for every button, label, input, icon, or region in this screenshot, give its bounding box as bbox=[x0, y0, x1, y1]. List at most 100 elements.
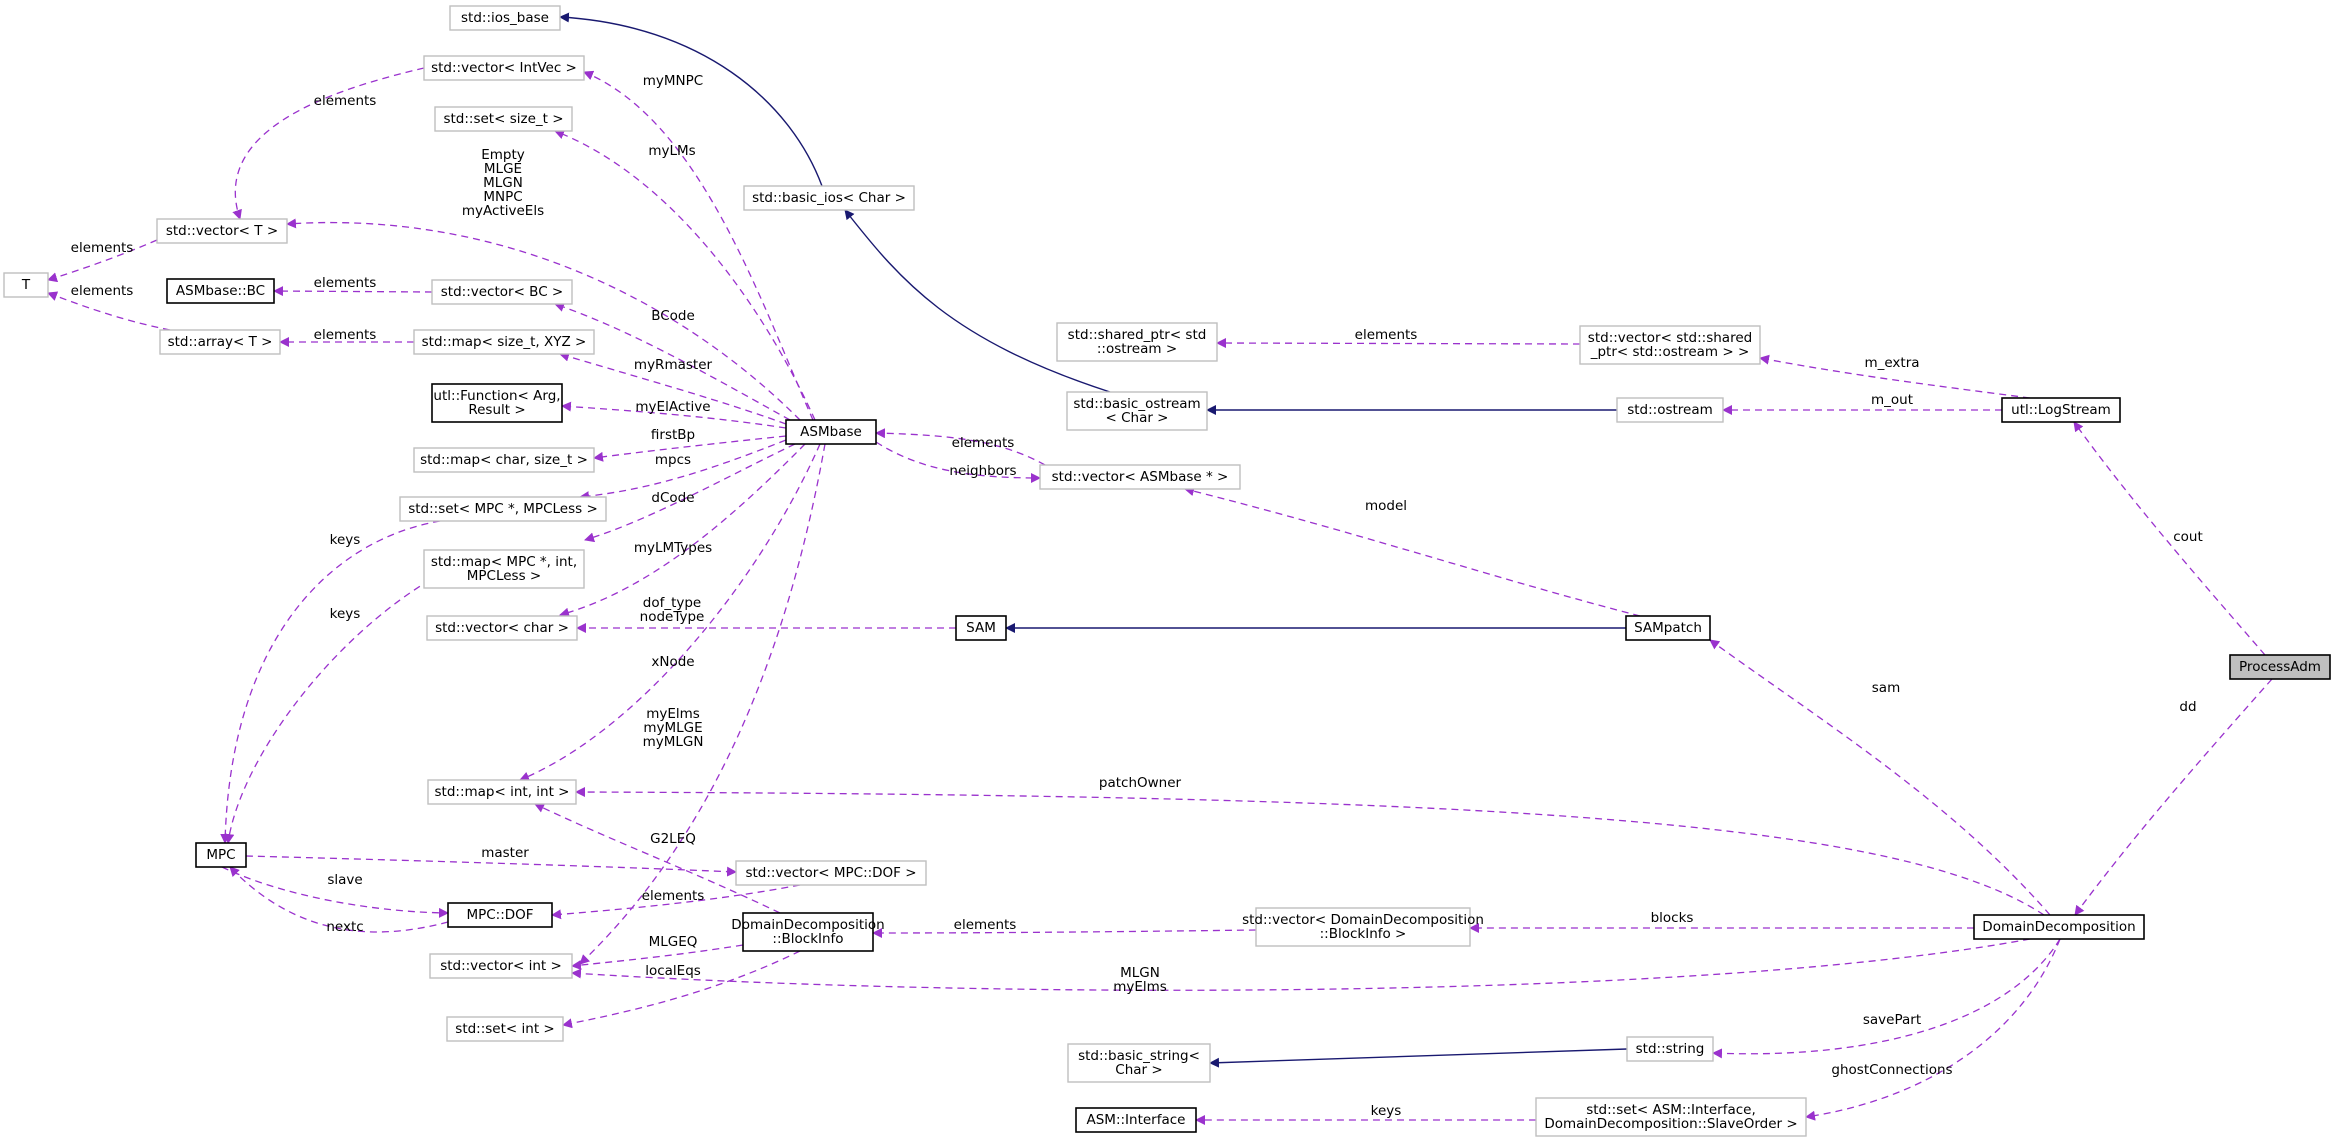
usage-edge-e-string-savePart bbox=[1712, 938, 2061, 1059]
edge-label-e-vecasm-model-0: model bbox=[1365, 498, 1407, 514]
class-node-sam[interactable]: SAM bbox=[955, 615, 1007, 641]
usage-edge-e-mapcs-firstBp bbox=[593, 435, 787, 462]
node-box bbox=[449, 5, 561, 31]
usage-edge-e-T-arr bbox=[47, 291, 171, 331]
class-node-basic-string: std::basic_string<Char > bbox=[1067, 1043, 1211, 1083]
edge-label-e-vecmpcdof-master-0: master bbox=[481, 845, 529, 861]
edge-label-e-vecchar-myLMTypes-0: myLMTypes bbox=[634, 540, 712, 556]
node-box bbox=[447, 902, 553, 928]
edge-label-e-func-myElActive-0: myElActive bbox=[635, 399, 710, 415]
class-node-mpc[interactable]: MPC bbox=[195, 842, 247, 868]
class-node-vector-intvec: std::vector< IntVec > bbox=[423, 55, 585, 81]
edge-label-e-arr-elements-0: elements bbox=[314, 327, 377, 343]
class-node-array-T: std::array< T > bbox=[159, 329, 281, 355]
usage-edge-e-setint-localEqs bbox=[562, 950, 801, 1029]
node-label: std::set< int > bbox=[455, 1021, 554, 1037]
node-box bbox=[427, 779, 577, 805]
class-node-basic-ios: std::basic_ios< Char > bbox=[743, 185, 915, 211]
edge-label-e-shared-elements-0: elements bbox=[1355, 327, 1418, 343]
node-label: std::basic_ios< Char > bbox=[752, 190, 906, 206]
usage-edge-e-logstream-cout bbox=[2073, 421, 2266, 656]
node-box bbox=[159, 329, 281, 355]
edge-label-e-asmint-keys-0: keys bbox=[1371, 1103, 1402, 1119]
edge-label-e-mapcs-firstBp-0: firstBp bbox=[651, 427, 695, 443]
edge-label-e-blockinfo-elements-0: elements bbox=[954, 917, 1017, 933]
node-label: MPCLess > bbox=[467, 568, 541, 584]
node-box bbox=[1039, 464, 1241, 490]
edge-label-e-mpc-keys2-0: keys bbox=[330, 606, 361, 622]
edge-label-e-setsize-myLMs-0: myLMs bbox=[648, 143, 695, 159]
usage-edge-e-mapsx-myRmaster bbox=[559, 351, 787, 425]
node-label: _ptr< std::ostream > > bbox=[1590, 344, 1750, 360]
class-node-domaindecomp[interactable]: DomainDecomposition bbox=[1973, 914, 2145, 940]
node-box bbox=[446, 1016, 564, 1042]
edge-label-e-logstream-cout-0: cout bbox=[2173, 529, 2203, 545]
class-node-sampatch[interactable]: SAMpatch bbox=[1625, 615, 1711, 641]
usage-edge-e-setsize-myLMs bbox=[554, 129, 816, 421]
usage-edge-e-vecmpcdof-master bbox=[245, 855, 737, 877]
node-label: std::array< T > bbox=[168, 334, 273, 350]
node-label: std::map< MPC *, int, bbox=[431, 554, 577, 570]
node-box bbox=[195, 842, 247, 868]
node-box bbox=[1973, 914, 2145, 940]
usage-edge-e-vecint-MLGN bbox=[571, 938, 2031, 991]
edge-label-e-mpc-nextc-0: nextc bbox=[326, 919, 363, 935]
node-box bbox=[431, 279, 573, 305]
class-node-utl-function[interactable]: utl::Function< Arg,Result > bbox=[431, 383, 563, 423]
class-node-set-asm-interface: std::set< ASM::Interface,DomainDecomposi… bbox=[1535, 1097, 1807, 1137]
class-node-logstream[interactable]: utl::LogStream bbox=[2001, 397, 2121, 423]
class-node-map-mpc-int: std::map< MPC *, int,MPCLess > bbox=[423, 549, 585, 589]
class-node-map-int-int: std::map< int, int > bbox=[427, 779, 577, 805]
class-node-asm-interface[interactable]: ASM::Interface bbox=[1075, 1107, 1197, 1133]
inheritance-edge-inh-ostream-ios bbox=[844, 209, 1111, 393]
usage-edge-e-shared-elements bbox=[1216, 338, 1581, 349]
usage-edge-e-asm-elements bbox=[875, 428, 1046, 466]
edge-label-e-vecchar-dof-0: dof_type bbox=[643, 595, 702, 611]
class-node-processadm[interactable]: ProcessAdm bbox=[2229, 654, 2331, 680]
class-node-set-int: std::set< int > bbox=[446, 1016, 564, 1042]
node-label: SAM bbox=[966, 620, 996, 636]
usage-edge-e-vecT-multi bbox=[286, 218, 801, 421]
node-label: std::set< MPC *, MPCLess > bbox=[408, 501, 598, 517]
node-box bbox=[423, 549, 585, 589]
node-label: Char > bbox=[1115, 1062, 1162, 1078]
usage-edge-e-mapii-xNode bbox=[519, 443, 821, 782]
class-node-asmbase[interactable]: ASMbase bbox=[785, 419, 877, 445]
usage-edge-e-vecshared-m-extra bbox=[1759, 354, 2031, 399]
edge-label-e-vecT-multi-2: MLGN bbox=[483, 175, 523, 191]
edge-label-e-vecblock-blocks-0: blocks bbox=[1651, 910, 1694, 926]
node-box bbox=[743, 185, 915, 211]
edge-label-e-vecT-multi-4: myActiveEls bbox=[462, 203, 544, 219]
class-node-asmbase-bc[interactable]: ASMbase::BC bbox=[166, 278, 275, 304]
class-node-vector-int: std::vector< int > bbox=[429, 953, 573, 979]
edge-label-e-dd-dd-0: dd bbox=[2179, 699, 2196, 715]
node-label: std::ios_base bbox=[461, 10, 549, 26]
edge-label-e-mapii-G2LEQ-0: G2LEQ bbox=[650, 831, 696, 847]
usage-edge-e-vecchar-dCode bbox=[584, 443, 796, 543]
node-label: ::BlockInfo > bbox=[1320, 926, 1407, 942]
class-node-mpc-dof[interactable]: MPC::DOF bbox=[447, 902, 553, 928]
class-node-vector-blockinfo: std::vector< DomainDecomposition::BlockI… bbox=[1242, 907, 1484, 947]
usage-edge-e-bc-elements bbox=[273, 286, 433, 297]
node-box bbox=[1626, 1036, 1714, 1062]
usage-edge-e-setmpc-mpcs bbox=[579, 439, 787, 502]
class-node-vector-T: std::vector< T > bbox=[156, 218, 288, 244]
usage-edge-e-vecchar-myLMTypes bbox=[559, 443, 806, 618]
edge-label-e-vecint-myMNPC-0: myMNPC bbox=[643, 73, 703, 89]
edge-label-e-vecasm-neighbors-0: neighbors bbox=[949, 463, 1016, 479]
node-label: < Char > bbox=[1105, 410, 1168, 426]
node-label: std::vector< int > bbox=[440, 958, 562, 974]
node-label: std::ostream bbox=[1627, 402, 1713, 418]
edge-label-e-sampatch-sam-0: sam bbox=[1872, 680, 1900, 696]
class-node-blockinfo[interactable]: DomainDecomposition::BlockInfo bbox=[731, 912, 885, 952]
usage-edge-e-mpc-keys1 bbox=[220, 520, 441, 844]
node-box bbox=[2229, 654, 2331, 680]
node-box bbox=[413, 447, 595, 473]
node-box bbox=[1616, 397, 1724, 423]
node-box bbox=[1066, 391, 1208, 431]
usage-edge-e-vecint-MLGEQ bbox=[571, 944, 744, 971]
edge-label-e-T-arr-0: elements bbox=[71, 283, 134, 299]
node-label: std::vector< IntVec > bbox=[431, 60, 577, 76]
node-box bbox=[399, 496, 607, 522]
